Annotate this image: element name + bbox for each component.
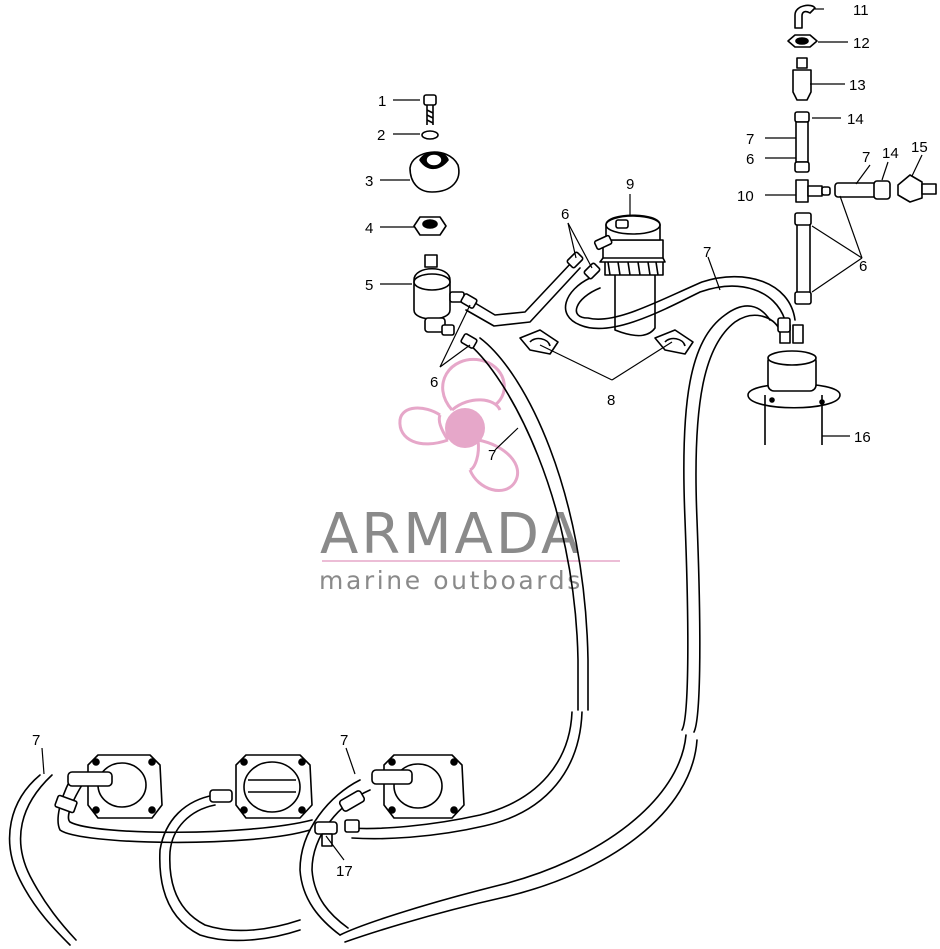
hose-tank-to-carburetors — [339, 305, 781, 943]
part-8-hose-clips — [519, 329, 694, 355]
part-6-hose-clamp-vertical — [794, 212, 812, 305]
hose-vent-vertical — [796, 224, 811, 301]
leader-lines — [41, 8, 923, 861]
hose-left-loop — [8, 774, 313, 946]
carburetor-middle — [209, 754, 313, 819]
part-4-nut — [413, 216, 447, 236]
watermark-brand: ARMADA — [320, 502, 582, 567]
hose-middle-loop — [159, 794, 301, 942]
callout-14-side: 14 — [882, 145, 899, 162]
callout-15: 15 — [911, 139, 928, 156]
callout-labels: 1 2 3 4 5 6 6 9 7 8 7 11 12 13 14 7 6 10… — [32, 2, 928, 880]
carburetor-left — [54, 754, 163, 819]
hose-separator-to-tank — [564, 275, 796, 330]
callout-2: 2 — [377, 127, 385, 144]
callout-11: 11 — [853, 2, 869, 19]
watermark-tagline: marine outboards — [319, 566, 583, 595]
part-15-vent-valve — [897, 174, 937, 203]
callout-9: 9 — [626, 176, 634, 193]
hose-filter-to-separator — [465, 261, 581, 327]
part-5-fuel-filter — [413, 254, 465, 336]
part-16-tank-sender — [747, 324, 841, 445]
callout-16: 16 — [854, 429, 871, 446]
part-1-bolt — [423, 94, 437, 125]
hose-filter-to-carburetors — [349, 337, 589, 840]
part-14-fitting-upper — [794, 111, 810, 173]
carburetor-right — [338, 754, 465, 819]
callout-5: 5 — [365, 277, 373, 294]
callout-10: 10 — [737, 188, 754, 205]
part-17-tee-fitting — [314, 819, 360, 847]
callout-7-left-carb: 7 — [32, 732, 40, 749]
part-14-fitting-side — [834, 180, 891, 200]
callout-7-right-carb: 7 — [340, 732, 348, 749]
part-3-bracket — [409, 151, 460, 193]
callout-4: 4 — [365, 220, 373, 237]
callout-6-tank: 6 — [859, 258, 867, 275]
callout-12: 12 — [853, 35, 870, 52]
callout-1: 1 — [378, 93, 386, 110]
callout-13: 13 — [849, 77, 866, 94]
callout-6-filter: 6 — [430, 374, 438, 391]
callout-8: 8 — [607, 392, 615, 409]
callout-7-vertical: 7 — [746, 131, 754, 148]
callout-6-separator: 6 — [561, 206, 569, 223]
part-11-elbow — [794, 4, 816, 29]
callout-3: 3 — [365, 173, 373, 190]
callout-14-upper: 14 — [847, 111, 864, 128]
part-13-check-valve — [792, 57, 812, 101]
callout-17: 17 — [336, 863, 353, 880]
callout-7-side: 7 — [862, 149, 870, 166]
part-12-grommet — [787, 34, 818, 48]
part-6-hose-clamps — [460, 251, 791, 349]
part-10-tee-fitting — [795, 179, 831, 203]
callout-7-separator: 7 — [703, 244, 711, 261]
callout-6-vertical: 6 — [746, 151, 754, 168]
part-2-washer — [421, 130, 439, 140]
propeller-logo-icon — [398, 358, 519, 492]
part-9-fuel-separator — [593, 214, 666, 337]
callout-7-main: 7 — [488, 447, 496, 464]
